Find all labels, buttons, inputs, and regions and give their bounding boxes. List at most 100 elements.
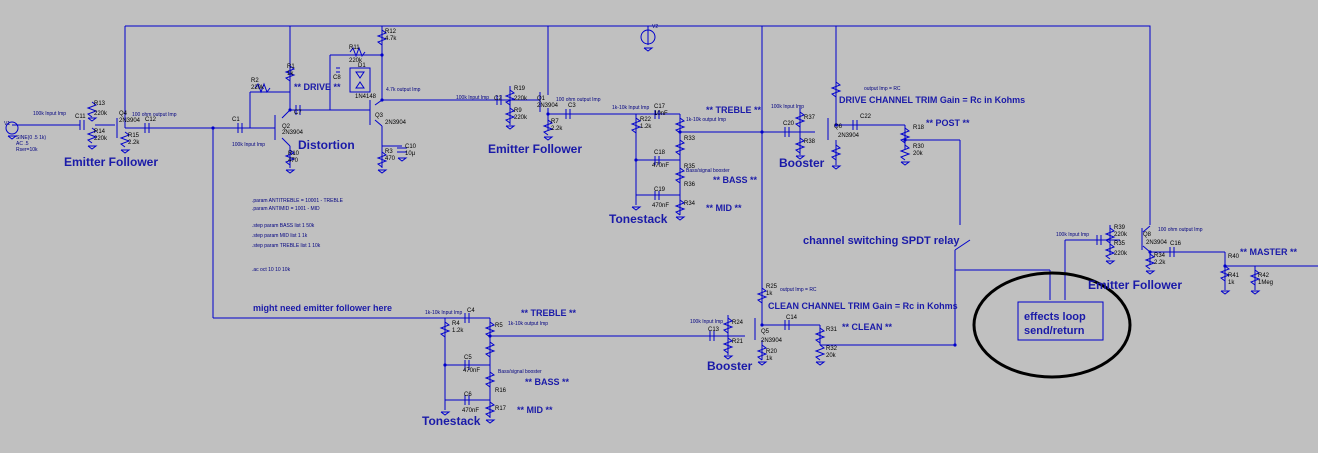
component-label: R33 [684, 136, 696, 142]
component-label: C16 [1170, 241, 1182, 247]
booster-2-label: Booster [707, 359, 753, 373]
component-label: 2.2k [1154, 260, 1166, 266]
component-label: R4 [452, 321, 460, 327]
component-label: R14 [94, 129, 106, 135]
component-label: Q5 [761, 329, 770, 335]
spice-directive: .step param MID list 1 1k [252, 233, 308, 239]
spice-directive: .param ANTIMID = 1001 - MID [252, 206, 320, 212]
component-label: 2N3904 [385, 120, 407, 126]
impedance-note: Bass/signal booster [686, 168, 730, 174]
component-label: 1.2k [640, 124, 652, 130]
component-label: C18 [654, 150, 666, 156]
component-label: 20k [913, 151, 924, 157]
impedance-note: 100 ohm output Imp [1158, 227, 1203, 233]
component-label: C13 [708, 327, 720, 333]
impedance-note: 1k-10k Input Imp [612, 105, 649, 111]
component-label: C14 [786, 315, 798, 321]
impedance-note: 100 ohm output Imp [556, 97, 601, 103]
impedance-note: 100k Input Imp [232, 142, 265, 148]
effects-loop-line2: send/return [1024, 325, 1085, 337]
impedance-note: 4.7k output Imp [386, 87, 421, 93]
component-label: C1 [232, 117, 240, 123]
source-rser: Rser=10k [16, 147, 38, 153]
component-label: 4.7k [385, 36, 397, 42]
component-label: 1.2k [452, 328, 464, 334]
component-label: R34 [1154, 253, 1166, 259]
component-label: R22 [640, 117, 652, 123]
component-label: 220k [349, 58, 363, 64]
component-label: C4 [467, 308, 475, 314]
component-label: C22 [860, 114, 872, 120]
component-label: 470 [288, 158, 299, 164]
relay-note: channel switching SPDT relay [803, 235, 960, 247]
component-label: C7 [294, 110, 302, 116]
component-label: D1 [358, 63, 366, 69]
component-label: R11 [349, 45, 360, 51]
impedance-note: 1k-10k output Imp [508, 321, 548, 327]
component-label: 470 [385, 156, 396, 162]
component-label: R1 [287, 64, 295, 70]
component-label: R15 [128, 133, 140, 139]
spice-directive: .step param TREBLE list 1 10k [252, 243, 321, 249]
component-label: Q8 [1143, 232, 1152, 238]
impedance-note: output Imp = RC [780, 287, 817, 293]
component-label: 470nF [463, 368, 480, 374]
tonestack-1-label: Tonestack [609, 212, 668, 226]
component-label: R31 [826, 327, 838, 333]
component-label: 1k [1228, 280, 1235, 286]
emitter-follower-1-label: Emitter Follower [64, 155, 158, 169]
impedance-note: 100k Input Imp [33, 111, 66, 117]
component-label: 470nF [652, 203, 669, 209]
effects-loop-line1: effects loop [1024, 311, 1086, 323]
component-label: 10µ [405, 151, 416, 157]
component-label: 1k [766, 291, 773, 297]
component-label: C11 [75, 114, 86, 120]
component-label: R37 [804, 115, 816, 121]
component-label: 20k [826, 353, 837, 359]
component-label: R3 [385, 149, 393, 155]
component-label: R40 [1228, 254, 1240, 260]
component-label: R13 [94, 101, 106, 107]
emitter-follower-3-label: Emitter Follower [1088, 278, 1182, 292]
impedance-note: 1k-10k Input Imp [425, 310, 462, 316]
impedance-note: 100k Input Imp [1056, 232, 1089, 238]
source-value: SINE(0 .5 1k) [16, 135, 46, 141]
component-label: C6 [464, 392, 472, 398]
clean-control-label: ** CLEAN ** [842, 322, 893, 332]
component-label: 2N3904 [838, 133, 860, 139]
text-labels: Emitter Follower Distortion Emitter Foll… [4, 24, 1298, 428]
booster-1-label: Booster [779, 156, 825, 170]
spice-directive: .param ANTITREBLE = 10001 - TREBLE [252, 198, 344, 204]
component-label: R39 [1114, 225, 1126, 231]
source-name: V1 [4, 121, 10, 127]
component-label: 2N3904 [537, 103, 559, 109]
component-label: C17 [654, 104, 666, 110]
wires [12, 25, 1318, 418]
mid-2-control-label: ** MID ** [517, 405, 553, 415]
component-label: R18 [913, 125, 925, 131]
component-label: C2 [494, 96, 502, 102]
component-label: R35 [684, 164, 696, 170]
post-control-label: ** POST ** [926, 118, 970, 128]
supply-name: V2 [652, 24, 658, 30]
component-label: R21 [732, 339, 744, 345]
drive-trim-note: DRIVE CHANNEL TRIM Gain = Rc in Kohms [839, 95, 1025, 105]
component-label: R42 [1258, 273, 1270, 279]
component-label: C5 [464, 355, 472, 361]
component-label: Q1 [537, 96, 546, 102]
spice-directive: .ac oct 10 10 10k [252, 267, 291, 273]
impedance-note: 100 ohm output Imp [132, 112, 177, 118]
component-label: 220k [1114, 251, 1128, 257]
component-glyphs [5, 29, 1261, 424]
bass-1-control-label: ** BASS ** [713, 175, 758, 185]
component-label: C10 [405, 144, 417, 150]
impedance-note: output Imp = RC [864, 86, 901, 92]
component-label: R32 [826, 346, 838, 352]
component-label: R35 [1114, 241, 1126, 247]
component-label: R36 [684, 182, 696, 188]
impedance-note: 1k-10k output Imp [686, 117, 726, 123]
component-label: 1k [766, 356, 773, 362]
component-label: 2N3904 [1146, 240, 1168, 246]
component-label: 220k [514, 96, 528, 102]
component-label: R25 [766, 284, 778, 290]
